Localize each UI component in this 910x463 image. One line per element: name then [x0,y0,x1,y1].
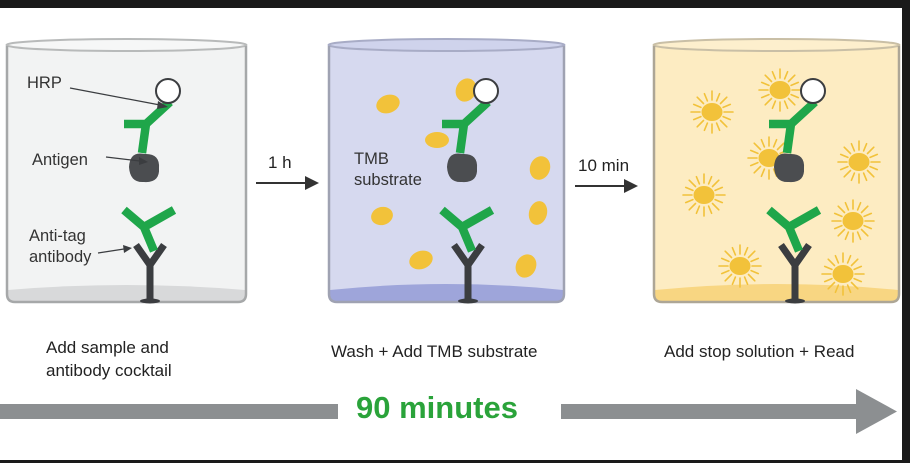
elisa-workflow-diagram: HRP Antigen Anti-tag antibody TMB substr… [0,8,902,460]
total-time-label: 90 minutes [356,390,518,425]
antigen-label: Antigen [32,151,88,169]
tmb-label: TMB [354,150,389,168]
timeline-arrow [0,389,897,434]
antibody-label: antibody [29,248,92,266]
capture-base-3 [785,298,805,304]
well-sample [5,38,248,304]
arrow-10min [575,179,638,193]
annotation-leaders [69,87,168,254]
step-1-caption-line2: antibody cocktail [46,361,172,380]
step-2-caption: Wash + Add TMB substrate [331,342,538,361]
interval-1h: 1 h [268,153,292,172]
anti-tag-label: Anti-tag [29,227,86,245]
capture-base-2 [458,298,478,304]
arrow-1h [256,176,319,190]
tmb-substrate-molecules [371,78,551,278]
step-3-caption: Add stop solution + Read [664,342,855,361]
substrate-label: substrate [354,171,422,189]
interval-10min: 10 min [578,156,630,175]
capture-base-1 [140,298,160,304]
step-1-caption-line1: Add sample and [46,338,169,357]
hrp-label: HRP [27,74,62,92]
diagram-graphics [0,38,901,434]
